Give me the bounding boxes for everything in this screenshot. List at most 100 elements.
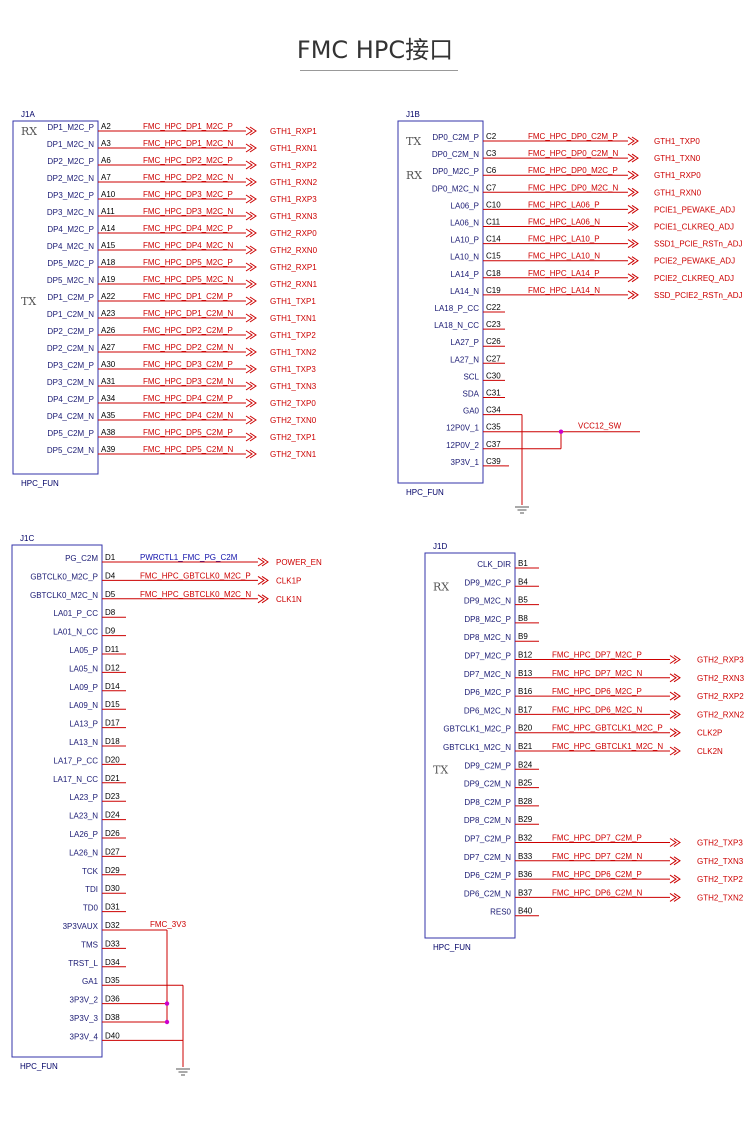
- j1d-signal-name: CLK2P: [697, 729, 722, 738]
- j1b-offpage-arrow: [627, 204, 639, 214]
- j1a-net-label: FMC_HPC_DP1_M2C_P: [143, 122, 233, 131]
- j1b-pin-name: LA27_N: [450, 355, 479, 364]
- j1a-offpage-arrow: [245, 449, 257, 459]
- j1d-signal-name: GTH2_RXP3: [697, 656, 744, 665]
- j1c-junction-dot: [164, 1019, 170, 1025]
- j1a-pin-name: DP5_M2C_N: [47, 276, 94, 285]
- j1d-pin-name: CLK_DIR: [477, 560, 511, 569]
- j1b-net-label: FMC_HPC_LA14_P: [528, 269, 600, 278]
- j1d-offpage-arrow: [669, 691, 681, 701]
- j1d-signal-name: CLK2N: [697, 747, 723, 756]
- j1c-pin-number: D11: [105, 645, 120, 654]
- j1d-pin-number: B25: [518, 779, 533, 788]
- j1c-pin-name: 3P3V_3: [70, 1014, 99, 1023]
- j1d-offpage-arrow: [669, 874, 681, 884]
- j1a-offpage-arrow: [245, 160, 257, 170]
- j1a-net-label: FMC_HPC_DP3_M2C_P: [143, 190, 233, 199]
- j1a-net-label: FMC_HPC_DP2_C2M_N: [143, 343, 233, 352]
- j1d-offpage-arrow: [669, 856, 681, 866]
- j1a-offpage-arrow: [245, 245, 257, 255]
- j1a-group-label: RX: [21, 125, 37, 138]
- j1a-offpage-arrow: [245, 364, 257, 374]
- j1b-offpage-arrow: [627, 170, 639, 180]
- j1d-net-label: FMC_HPC_DP7_M2C_N: [552, 669, 642, 678]
- j1b-pin-name: LA06_P: [451, 201, 479, 210]
- j1c-pin-number: D23: [105, 792, 120, 801]
- j1d-pin-name: DP6_C2M_P: [464, 871, 511, 880]
- j1a-offpage-arrow: [245, 432, 257, 442]
- j1a-offpage-arrow: [245, 330, 257, 340]
- j1c-pin-number: D17: [105, 719, 120, 728]
- j1d-pin-name: DP9_M2C_N: [464, 597, 511, 606]
- j1a-net-label: FMC_HPC_DP1_C2M_P: [143, 292, 233, 301]
- j1d-pin-name: DP7_C2M_P: [464, 835, 511, 844]
- j1d-pin-number: B9: [518, 632, 528, 641]
- j1c-pin-number: D24: [105, 811, 120, 820]
- j1a-signal-name: GTH1_RXP1: [270, 127, 317, 136]
- j1a-offpage-arrow: [245, 228, 257, 238]
- j1b-pin-number: C23: [486, 320, 501, 329]
- j1d-pin-name: DP9_M2C_P: [464, 578, 511, 587]
- j1a-pin-name: DP1_C2M_P: [47, 293, 94, 302]
- j1d-offpage-arrow: [669, 709, 681, 719]
- j1b-signal-name: PCIE2_CLKREQ_ADJ: [654, 274, 734, 283]
- j1a-pin-number: A31: [101, 377, 116, 386]
- j1a-pin-name: DP2_C2M_N: [47, 344, 94, 353]
- j1b-junction-dot: [558, 429, 564, 434]
- j1c-pin-number: D1: [105, 553, 116, 562]
- j1c-pin-name: TDI: [85, 885, 98, 894]
- j1a-pin-name: DP4_M2C_N: [47, 242, 94, 251]
- j1c-pin-number: D9: [105, 627, 116, 636]
- j1d-net-label: FMC_HPC_DP6_M2C_P: [552, 687, 642, 696]
- j1b-symbol-body: [397, 120, 484, 484]
- j1b-pin-number: C35: [486, 423, 501, 432]
- j1d-pin-name: DP8_C2M_N: [464, 816, 511, 825]
- j1b-reference: J1B: [406, 110, 420, 119]
- j1d-pin-name: DP9_C2M_N: [464, 780, 511, 789]
- j1d-pin-number: B37: [518, 888, 533, 897]
- j1a-pin-number: A35: [101, 411, 116, 420]
- j1a-pin-number: A22: [101, 292, 116, 301]
- j1a-pin-number: A2: [101, 122, 111, 131]
- j1c-pin-name: LA09_N: [69, 701, 98, 710]
- j1d-signal-name: GTH2_TXN2: [697, 893, 744, 902]
- j1a-pin-number: A27: [101, 343, 116, 352]
- j1c-pin-number: D20: [105, 755, 120, 764]
- j1c-pin-name: LA26_N: [69, 848, 98, 857]
- j1d-signal-name: GTH2_RXN2: [697, 710, 745, 719]
- j1b-pin-name: LA27_P: [451, 338, 479, 347]
- j1a-pin-name: DP5_C2M_N: [47, 446, 94, 455]
- j1a-signal-name: GTH2_RXN0: [270, 246, 318, 255]
- j1a-signal-name: GTH2_TXP0: [270, 399, 316, 408]
- j1b-signal-name: GTH1_RXN0: [654, 188, 702, 197]
- j1c-pin-number: D32: [105, 921, 120, 930]
- j1d-pin-name: DP7_C2M_N: [464, 853, 511, 862]
- j1d-pin-name: GBTCLK1_M2C_P: [443, 725, 511, 734]
- j1a-pin-name: DP2_M2C_P: [47, 157, 94, 166]
- j1d-offpage-arrow: [669, 655, 681, 664]
- j1c-signal-name: CLK1P: [276, 576, 301, 585]
- j1b-pin-name: 12P0V_2: [446, 441, 479, 450]
- j1a-signal-name: GTH2_RXN1: [270, 280, 318, 289]
- j1c-pin-number: D40: [105, 1031, 120, 1040]
- j1c-pin-name: GBTCLK0_M2C_N: [30, 591, 98, 600]
- j1a-pin-name: DP3_C2M_N: [47, 378, 94, 387]
- j1a-offpage-arrow: [245, 211, 257, 221]
- title-underline: [300, 70, 458, 71]
- j1a-pin-name: DP4_M2C_P: [47, 225, 94, 234]
- j1b-pin-name: DP0_C2M_P: [432, 133, 479, 142]
- j1a-net-label: FMC_HPC_DP4_C2M_P: [143, 394, 233, 403]
- j1c-signal-name: POWER_EN: [276, 558, 322, 567]
- j1a-signal-name: GTH2_RXP0: [270, 229, 317, 238]
- j1c-pin-name: LA17_N_CC: [53, 775, 98, 784]
- j1a-group-label: TX: [21, 295, 36, 308]
- j1b-net-label: FMC_HPC_LA06_N: [528, 218, 600, 227]
- j1b-offpage-arrow: [627, 187, 639, 197]
- j1c-pin-name: GA1: [82, 977, 99, 986]
- j1a-pin-number: A26: [101, 326, 116, 335]
- j1a-pin-number: A3: [101, 139, 111, 148]
- j1d-pin-number: B1: [518, 559, 528, 568]
- j1b-pin-number: C3: [486, 149, 497, 158]
- j1c-reference: J1C: [20, 534, 34, 543]
